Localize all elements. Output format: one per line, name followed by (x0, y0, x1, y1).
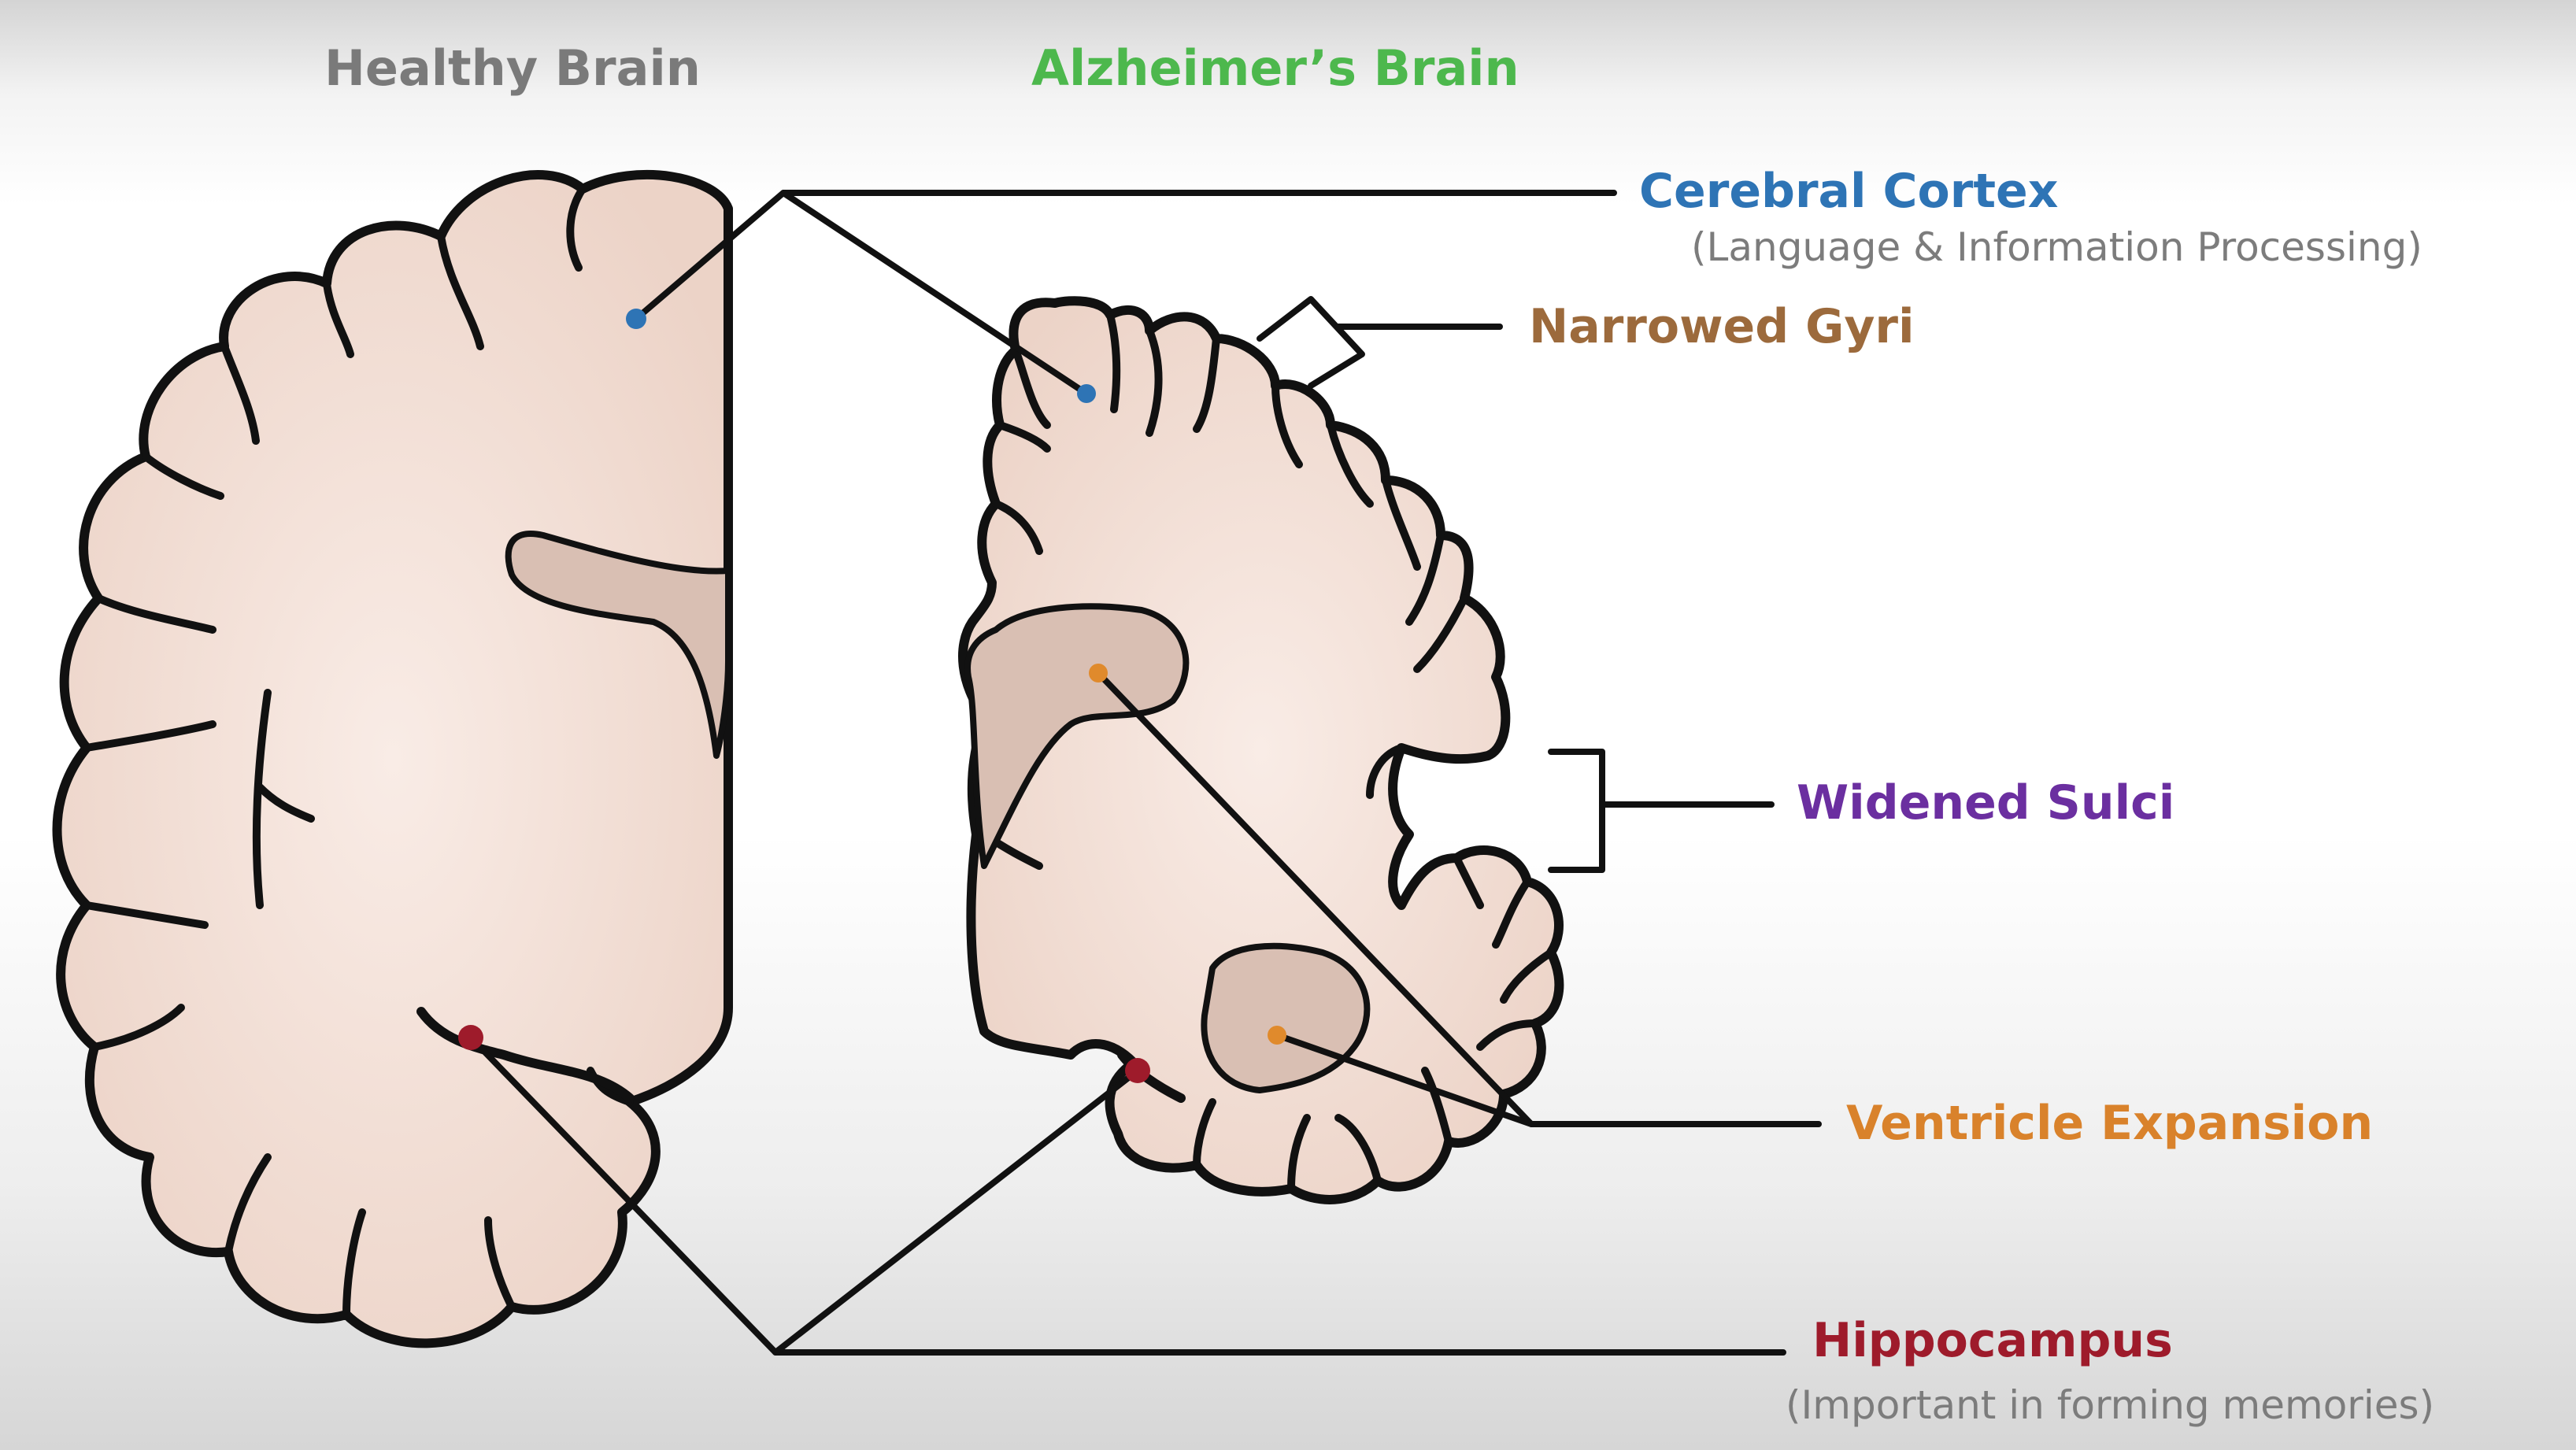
healthy-cortex-dot (626, 309, 646, 329)
narrowed-gyri-label: Narrowed Gyri (1529, 299, 1915, 354)
healthy-brain-ventricle (505, 531, 731, 759)
alzheimers-upper-ventricle (964, 603, 1190, 869)
hippocampus-label: Hippocampus (1812, 1313, 2173, 1368)
hippocampus-leader-line-alz (772, 1067, 1141, 1356)
alzheimers-cortex-dot (1077, 384, 1096, 403)
cortex-leader-line (633, 190, 1617, 322)
healthy-brain-title: Healthy Brain (324, 39, 701, 97)
alzheimers-brain-outline (958, 296, 1564, 1204)
alzheimers-ventricle-dot-upper (1089, 664, 1108, 682)
hippocampus-note: (Important in forming memories) (1786, 1382, 2435, 1428)
cerebral-cortex-note: (Language & Information Processing) (1691, 224, 2422, 270)
widened-sulci-label: Widened Sulci (1797, 775, 2175, 830)
alzheimers-brain-title: Alzheimer’s Brain (1031, 39, 1519, 97)
alzheimers-ventricle-dot-lower (1268, 1026, 1286, 1045)
ventricle-expansion-label: Ventricle Expansion (1846, 1096, 2374, 1151)
sulci-bracket (1548, 749, 1605, 873)
healthy-brain-sulci (83, 185, 634, 1319)
cortex-leader-line-alz (780, 190, 1090, 397)
healthy-brain-outline (52, 170, 733, 1348)
leader-lines (468, 190, 1822, 1356)
cerebral-cortex-label: Cerebral Cortex (1639, 164, 2059, 219)
alzheimers-hippocampus-dot (1125, 1058, 1150, 1083)
alzheimers-brain-sulci (980, 311, 1555, 1193)
ventricle-leader-line-lower (1274, 1032, 1534, 1127)
healthy-brain-hippocampus-curl (416, 1007, 635, 1103)
healthy-hippocampus-dot (458, 1025, 483, 1050)
